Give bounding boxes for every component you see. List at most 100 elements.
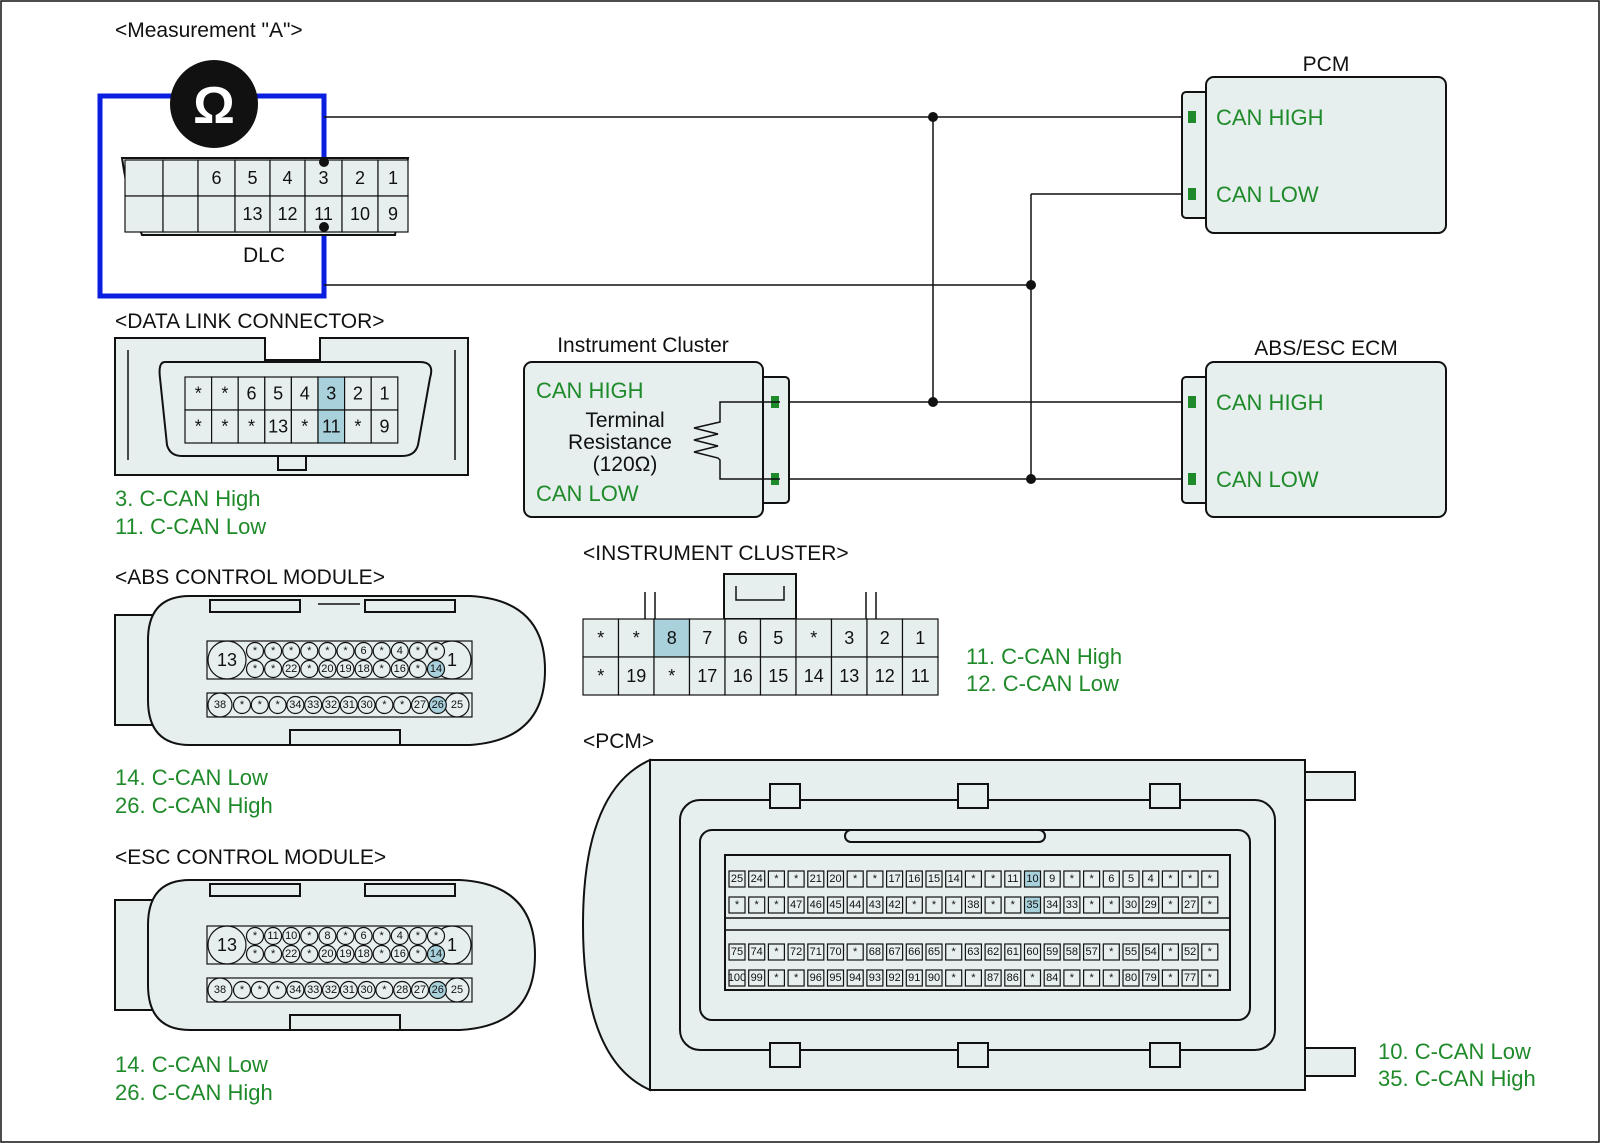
pin-cell	[264, 376, 292, 411]
svg-text:Instrument Cluster: Instrument Cluster	[557, 334, 729, 357]
pin-label: 8	[324, 930, 330, 942]
cluster-title: <INSTRUMENT CLUSTER>	[583, 542, 849, 565]
pin-label: 45	[829, 899, 841, 911]
pin-label: 10	[285, 930, 297, 942]
pin-cell	[370, 409, 399, 444]
pin-label: 90	[928, 972, 940, 984]
pin	[748, 870, 766, 888]
pin	[1201, 896, 1219, 914]
pcm-can-high: CAN HIGH	[1216, 105, 1324, 130]
pin-label: 33	[1066, 899, 1078, 911]
pin	[1142, 943, 1160, 961]
pin	[1004, 896, 1022, 914]
pin-cell	[264, 409, 292, 444]
pin-cell	[234, 159, 271, 197]
svg-text:CAN LOW: CAN LOW	[536, 481, 639, 506]
pin-label: *	[952, 946, 957, 958]
pin-label: 94	[849, 972, 861, 984]
pin-label: 13	[217, 650, 237, 670]
pin-label: 79	[1145, 972, 1157, 984]
pin-cell	[617, 618, 655, 658]
pin-label: 22	[285, 663, 297, 675]
pcm-legend-low: 10. C-CAN Low	[1378, 1039, 1531, 1064]
pin-label: 26	[432, 699, 444, 711]
pin	[336, 944, 355, 964]
svg-text:(120Ω): (120Ω)	[593, 453, 658, 476]
pin-cell	[211, 409, 239, 444]
pin-label: *	[275, 984, 280, 996]
pin-label: *	[195, 384, 202, 404]
pin-cell	[269, 159, 306, 197]
pin-cell	[830, 618, 868, 658]
pin-label: 4	[397, 930, 403, 942]
pin	[1063, 969, 1081, 987]
pin	[232, 980, 252, 1000]
pin-label: *	[289, 645, 294, 657]
pin-label: *	[991, 873, 996, 885]
pin	[1102, 896, 1120, 914]
pin	[748, 896, 766, 914]
pin	[748, 969, 766, 987]
pcm-module: PCM CAN HIGH CAN LOW	[1181, 53, 1447, 234]
pin	[846, 943, 864, 961]
pin-label: 19	[339, 663, 351, 675]
pin	[286, 980, 305, 1000]
pin-label: 44	[849, 899, 861, 911]
pin-label: *	[853, 873, 858, 885]
can-wires	[324, 112, 1190, 484]
pin-label: 6	[246, 384, 256, 404]
pin	[1023, 943, 1042, 961]
pin	[1043, 870, 1061, 888]
pin-label: *	[248, 417, 255, 437]
pin	[282, 944, 301, 964]
pin-large	[207, 640, 247, 680]
pin	[357, 980, 376, 1000]
pin	[728, 896, 746, 914]
pin-label: 4	[300, 384, 310, 404]
pin-label: 59	[1046, 946, 1058, 958]
pin-label: 63	[967, 946, 979, 958]
pin-label: 96	[810, 972, 822, 984]
pin	[885, 870, 904, 888]
pin-label: 58	[1066, 946, 1078, 958]
pin-label: 33	[307, 699, 319, 711]
pin-label: 47	[790, 899, 802, 911]
pin	[925, 943, 943, 961]
pin	[282, 659, 301, 679]
pin-label: 31	[343, 699, 355, 711]
pin	[945, 896, 963, 914]
pin-label: *	[991, 899, 996, 911]
pin-label: *	[380, 663, 385, 675]
pin	[354, 641, 373, 661]
pin	[846, 969, 864, 987]
pin	[300, 926, 319, 946]
pin-label: 86	[1007, 972, 1019, 984]
pin-label: 13	[242, 204, 262, 224]
pin-label: 14	[948, 873, 960, 885]
pin-label: 32	[325, 699, 337, 711]
pin-label: *	[597, 666, 604, 686]
pin-label: *	[1109, 972, 1114, 984]
pin-label: 91	[908, 972, 920, 984]
pin-large	[207, 692, 233, 718]
pin-label: 16	[394, 663, 406, 675]
pin	[748, 943, 766, 961]
pin	[390, 659, 409, 679]
pin-label: 66	[908, 946, 920, 958]
pin-label: 99	[751, 972, 763, 984]
pin	[1023, 896, 1042, 914]
pin-label: *	[810, 628, 817, 648]
pin-label: *	[307, 948, 312, 960]
pin-label: 15	[768, 666, 788, 686]
svg-text:Ω: Ω	[193, 77, 235, 135]
pin-label: *	[597, 628, 604, 648]
pin	[787, 896, 805, 914]
pin	[866, 870, 884, 888]
pin-label: 20	[829, 873, 841, 885]
pin-label: 9	[379, 417, 389, 437]
pin	[1082, 943, 1101, 961]
pin	[885, 896, 904, 914]
pin-label: 25	[451, 699, 463, 711]
pin-label: 15	[928, 873, 940, 885]
pin-label: *	[1109, 899, 1114, 911]
